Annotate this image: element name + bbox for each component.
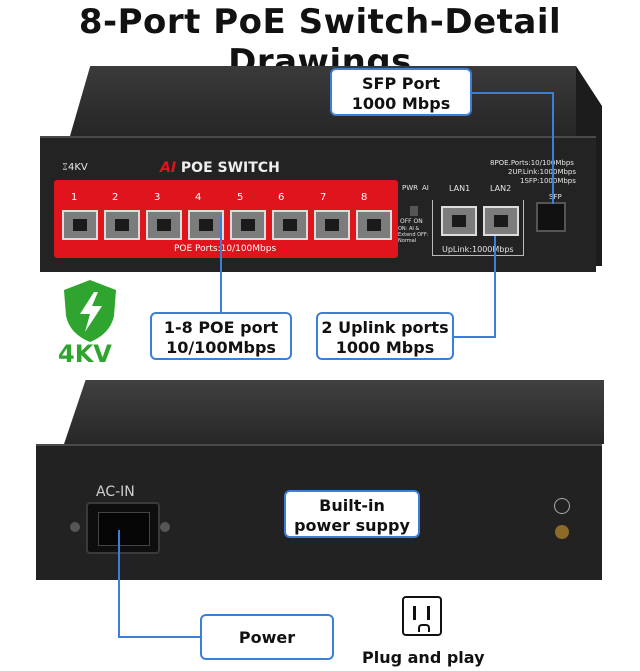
uplink-label: UpLink:1000Mbps: [440, 245, 516, 254]
lan1-label: LAN1: [449, 184, 471, 193]
plug-icon: [402, 596, 442, 636]
port-number-4: 4: [195, 192, 202, 203]
poe-callout-line1: 1-8 POE port: [163, 318, 279, 337]
uplink-callout-line2: 1000 Mbps: [335, 338, 435, 357]
poe-port-7: [314, 210, 350, 240]
switch-label: OFF ON: [400, 218, 423, 225]
back-chassis-top: [64, 380, 604, 444]
port-number-3: 3: [154, 192, 161, 203]
poe-port-1: [62, 210, 98, 240]
lan2-label: LAN2: [490, 184, 512, 193]
power-callout-text: Power: [238, 628, 296, 647]
poe-port-5: [230, 210, 266, 240]
poe-callout-line2: 10/100Mbps: [166, 338, 276, 357]
poe-line-v: [220, 216, 222, 326]
brand-ai: AI: [160, 160, 177, 176]
sfp-label: SFP: [549, 193, 562, 201]
port-number-6: 6: [278, 192, 285, 203]
switch-note: ON: AI & Extend OFF: Normal: [398, 226, 429, 244]
spec-line-2: 2UP.Link:1000Mbps: [508, 168, 577, 176]
ai-mode-switch: [410, 206, 418, 216]
lightning-shield-icon: [60, 278, 120, 344]
pwr-label: PWR: [402, 184, 419, 192]
uplink-callout: 2 Uplink ports 1000 Mbps: [316, 312, 454, 360]
sfp-port: [536, 202, 566, 232]
poe-port-6: [272, 210, 308, 240]
poe-ports-label: POE Ports:10/100Mbps: [174, 244, 277, 254]
page-title: 8-Port PoE Switch-Detail Drawings: [78, 2, 562, 82]
poe-port-8: [356, 210, 392, 240]
brand-logo: AI POE SWITCH: [160, 160, 280, 176]
poe-panel: 1 2 3 4 5 6 7 8 POE Ports:10/100Mbps: [54, 180, 398, 258]
sfp-line-v: [552, 92, 554, 204]
sfp-callout-line2: 1000 Mbps: [351, 94, 451, 113]
ac-screw-right: [160, 522, 170, 532]
power-line-v: [118, 530, 120, 636]
port-number-1: 1: [71, 192, 78, 203]
poe-port-4: [188, 210, 224, 240]
spec-line-3: 1SFP:1000Mbps: [520, 177, 576, 185]
front-chassis-top: [70, 66, 576, 136]
uplink-port-lan2: [483, 206, 519, 236]
sfp-line-h: [472, 92, 552, 94]
ac-inlet-socket: [98, 512, 150, 546]
ac-screw-left: [70, 522, 80, 532]
power-callout: Power: [200, 614, 334, 660]
plug-label: Plug and play: [362, 648, 485, 667]
port-number-8: 8: [361, 192, 368, 203]
ac-in-label: AC-IN: [96, 484, 135, 500]
port-number-2: 2: [112, 192, 119, 203]
ai-label: AI: [422, 184, 429, 192]
port-number-5: 5: [237, 192, 244, 203]
brand-text: POE SWITCH: [180, 160, 280, 176]
spec-line-1: 8POE.Ports:10/100Mbps: [490, 159, 574, 167]
uplink-line-h: [454, 336, 496, 338]
badge-text: 4KV: [58, 340, 112, 368]
ground-icon: [554, 498, 570, 514]
uplink-port-lan1: [441, 206, 477, 236]
ground-screw: [555, 525, 569, 539]
poe-port-2: [104, 210, 140, 240]
ac-inlet: [86, 502, 160, 554]
power-line-h: [118, 636, 200, 638]
builtin-callout: Built-in power suppy: [284, 490, 420, 538]
uplink-callout-line1: 2 Uplink ports: [321, 318, 449, 337]
poe-callout: 1-8 POE port 10/100Mbps: [150, 312, 292, 360]
rating-label: ⑄4KV: [62, 162, 88, 173]
port-number-7: 7: [320, 192, 327, 203]
uplink-line-v: [494, 236, 496, 338]
builtin-callout-line2: power suppy: [294, 516, 410, 535]
sfp-callout-line1: SFP Port: [361, 74, 440, 93]
uplink-bracket: [432, 200, 524, 256]
builtin-callout-line1: Built-in: [319, 496, 385, 515]
poe-port-3: [146, 210, 182, 240]
sfp-callout: SFP Port 1000 Mbps: [330, 68, 472, 116]
